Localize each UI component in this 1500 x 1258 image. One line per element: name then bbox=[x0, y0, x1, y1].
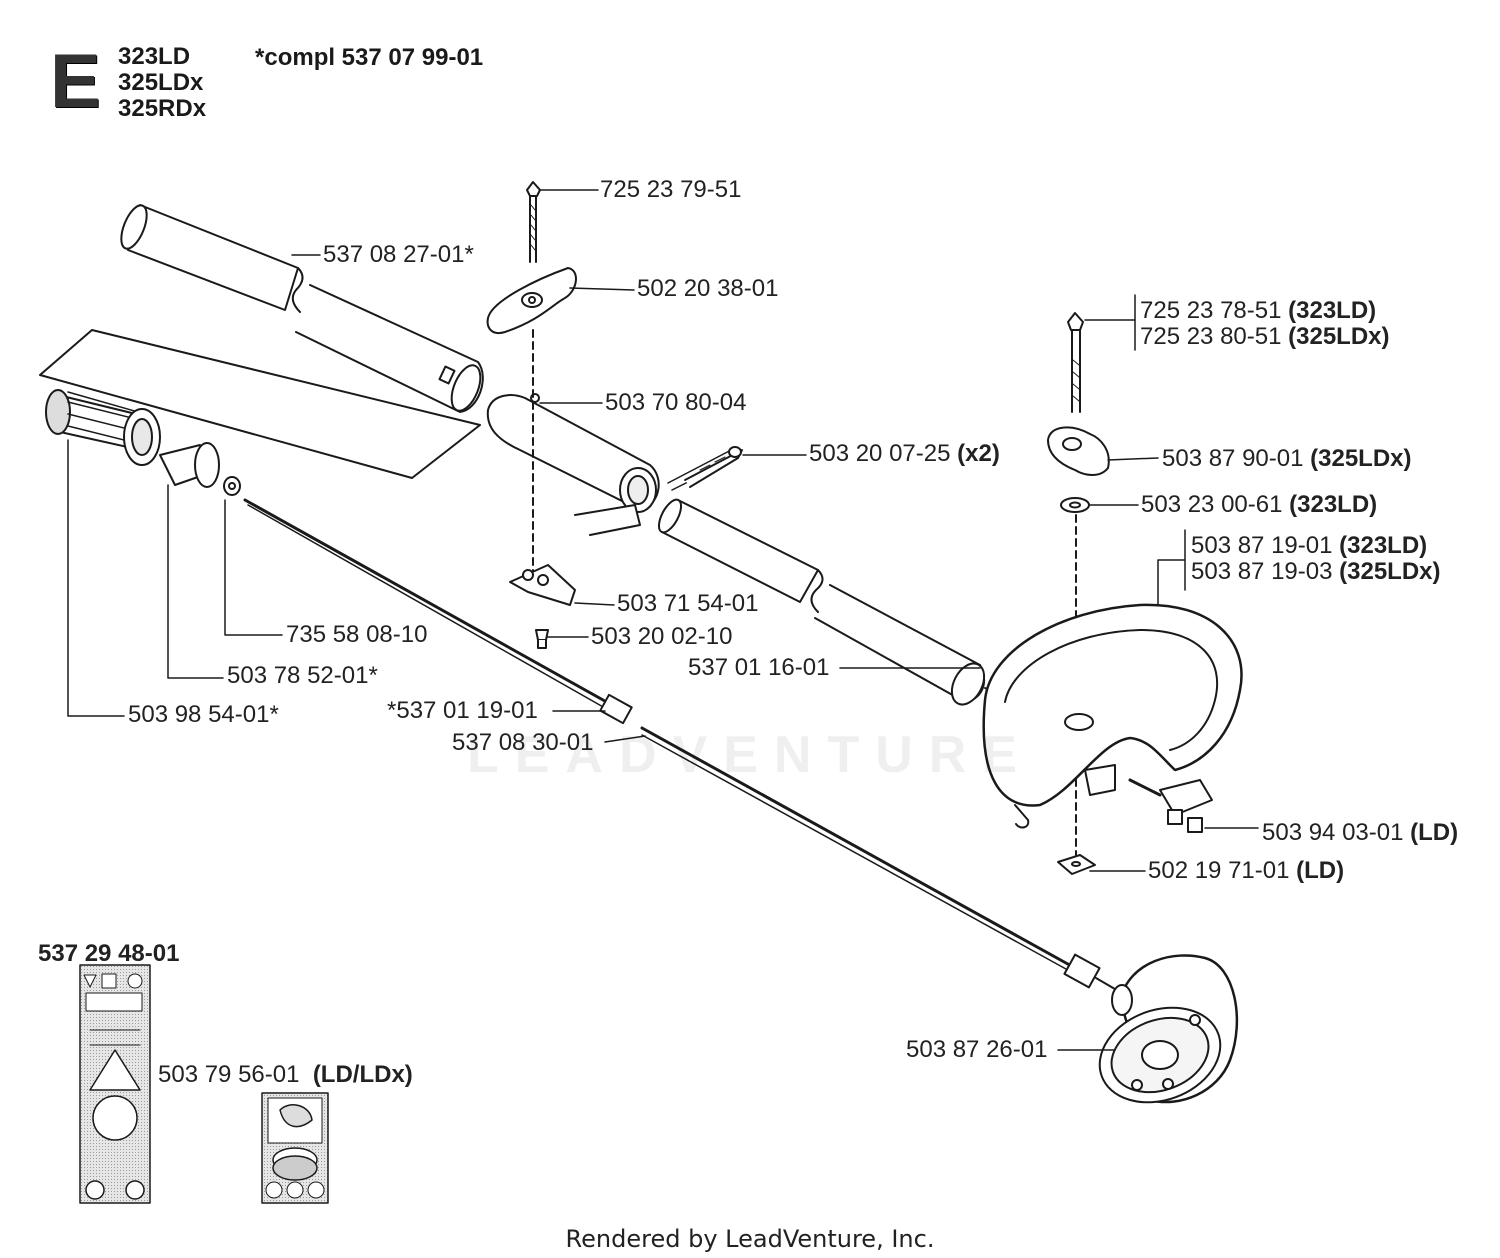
part-label[interactable]: 537 08 27-01* bbox=[323, 241, 474, 268]
part-label[interactable]: 503 87 26-01 bbox=[906, 1036, 1048, 1063]
part-label[interactable]: 725 23 78-51 (323LD) bbox=[1140, 297, 1377, 324]
part-label[interactable]: 503 87 90-01 (325LDx) bbox=[1162, 445, 1412, 472]
part-label[interactable]: 503 71 54-01 bbox=[617, 590, 759, 617]
shaft-collar bbox=[159, 442, 241, 496]
part-label[interactable]: 503 87 19-01 (323LD) bbox=[1191, 532, 1428, 559]
handle-clamp bbox=[486, 393, 660, 536]
warning-decal-sheet bbox=[79, 964, 151, 1204]
part-label[interactable]: 502 19 71-01 (LD) bbox=[1148, 857, 1345, 884]
part-label[interactable]: 537 01 16-01 bbox=[688, 654, 830, 681]
part-label[interactable]: 537 08 30-01 bbox=[452, 729, 594, 756]
spool-decal bbox=[261, 1092, 329, 1204]
part-label[interactable]: 735 58 08-10 bbox=[286, 621, 428, 648]
part-label[interactable]: 503 79 56-01 (LD/LDx) bbox=[158, 1061, 413, 1088]
connector-block bbox=[1084, 764, 1213, 833]
decal-kit-number[interactable]: 537 29 48-01 bbox=[38, 940, 180, 967]
part-label[interactable]: 503 87 19-03 (325LDx) bbox=[1191, 558, 1441, 585]
clamp-bolt bbox=[526, 181, 541, 263]
model-list: 323LD 325LDx 325RDx bbox=[118, 44, 206, 122]
part-label[interactable]: *537 01 19-01 bbox=[387, 697, 538, 724]
model-name: 325LDx bbox=[118, 69, 204, 96]
section-letter: E bbox=[50, 39, 101, 124]
model-name: 323LD bbox=[118, 43, 191, 70]
plate-screw bbox=[535, 629, 549, 649]
grip-sleeve bbox=[45, 389, 161, 466]
part-label[interactable]: 503 94 03-01 (LD) bbox=[1262, 819, 1459, 846]
part-label[interactable]: 503 78 52-01* bbox=[227, 662, 378, 689]
kit-note: *compl 537 07 99-01 bbox=[255, 44, 484, 71]
footer-credit: Rendered by LeadVenture, Inc. bbox=[565, 1225, 935, 1253]
wing-nut bbox=[486, 267, 577, 334]
drive-shaft bbox=[243, 498, 1121, 993]
part-label[interactable]: 503 20 02-10 bbox=[591, 623, 733, 650]
drive-drum bbox=[1098, 954, 1239, 1104]
screws-pair bbox=[667, 446, 743, 491]
wing-knob bbox=[1047, 426, 1110, 476]
assembly-backdrop-plate bbox=[39, 329, 481, 479]
square-nut bbox=[1057, 854, 1096, 875]
part-label[interactable]: 503 70 80-04 bbox=[605, 389, 747, 416]
washer bbox=[1060, 497, 1090, 513]
clamp-plate bbox=[509, 564, 576, 606]
part-label[interactable]: 503 23 00-61 (323LD) bbox=[1141, 491, 1378, 518]
upper-shaft-tube bbox=[120, 204, 484, 413]
part-label[interactable]: 503 98 54-01* bbox=[128, 701, 279, 728]
lower-shaft-tube bbox=[657, 498, 1016, 706]
handle-bolt bbox=[1067, 312, 1084, 413]
part-label[interactable]: 503 20 07-25 (x2) bbox=[809, 440, 1000, 467]
part-label[interactable]: 725 23 79-51 bbox=[600, 176, 742, 203]
loop-handle bbox=[982, 603, 1243, 829]
part-label[interactable]: 725 23 80-51 (325LDx) bbox=[1140, 323, 1390, 350]
part-label[interactable]: 502 20 38-01 bbox=[637, 275, 779, 302]
model-name: 325RDx bbox=[118, 95, 207, 122]
watermark: LEADVENTURE bbox=[466, 726, 1034, 784]
leader-lines bbox=[67, 189, 1259, 1051]
